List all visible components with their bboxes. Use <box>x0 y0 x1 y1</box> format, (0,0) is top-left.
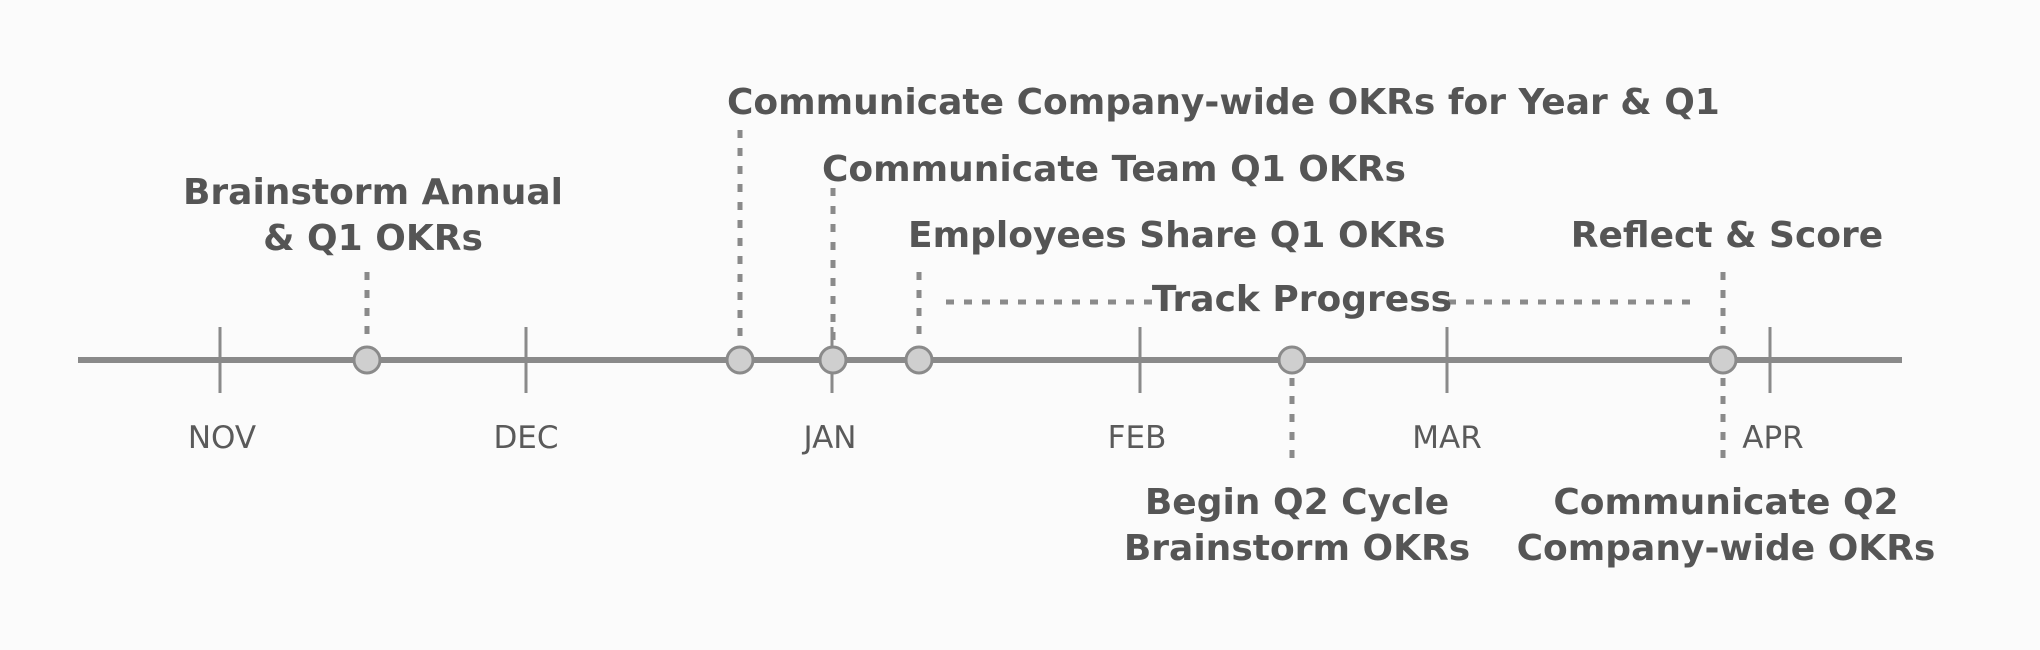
milestone-dot-communicate-team <box>818 345 848 375</box>
milestone-dot-reflect-score <box>1708 345 1738 375</box>
milestone-dot-communicate-company-wide <box>725 345 755 375</box>
event-label-begin-q2-line2: Brainstorm OKRs <box>1124 528 1470 569</box>
track-progress-label: Track Progress <box>1152 279 1452 320</box>
milestone-dot-brainstorm-annual <box>352 345 382 375</box>
month-label-nov: NOV <box>188 420 256 456</box>
event-label-begin-q2-line1: Begin Q2 Cycle <box>1145 482 1449 523</box>
month-label-mar: MAR <box>1412 420 1482 456</box>
event-label-communicate-q2-line1: Communicate Q2 <box>1553 482 1898 523</box>
event-label-brainstorm-annual-line2: & Q1 OKRs <box>263 218 483 259</box>
event-label-communicate-company-wide: Communicate Company-wide OKRs for Year &… <box>727 82 1720 123</box>
event-label-employees-share: Employees Share Q1 OKRs <box>908 215 1446 256</box>
month-label-jan: JAN <box>802 420 857 456</box>
event-label-brainstorm-annual-line1: Brainstorm Annual <box>183 172 563 213</box>
month-label-apr: APR <box>1742 420 1803 456</box>
event-label-communicate-q2-line2: Company-wide OKRs <box>1517 528 1936 569</box>
month-label-dec: DEC <box>493 420 558 456</box>
milestone-dot-employees-share <box>904 345 934 375</box>
milestone-dot-begin-q2 <box>1277 345 1307 375</box>
month-label-feb: FEB <box>1108 420 1167 456</box>
event-label-reflect-score: Reflect & Score <box>1571 215 1883 256</box>
event-label-communicate-team: Communicate Team Q1 OKRs <box>822 149 1406 190</box>
